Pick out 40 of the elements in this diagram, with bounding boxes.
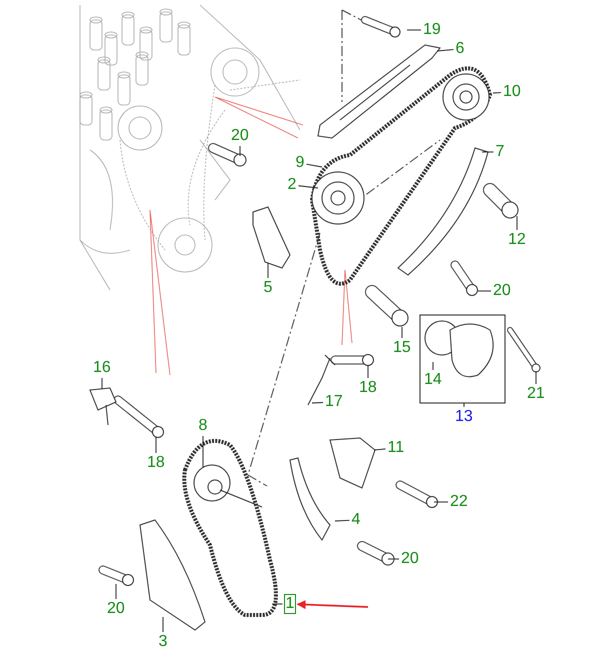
callout-number: 17 <box>324 393 344 411</box>
leader-line <box>162 616 164 632</box>
callout-number: 9 <box>294 154 306 172</box>
callout-number: 20 <box>230 127 250 145</box>
pointer-arrow <box>296 600 368 610</box>
callout-number: 15 <box>392 339 412 357</box>
callout-number: 10 <box>502 83 522 101</box>
callout-number: 7 <box>494 143 506 161</box>
leader-line <box>388 558 400 560</box>
leader-line <box>516 216 518 230</box>
callout-number: 11 <box>386 439 406 457</box>
callout-number: 6 <box>454 40 466 58</box>
callout-number: 20 <box>492 282 512 300</box>
callout-number: 19 <box>422 21 442 39</box>
callout-number: 3 <box>158 633 168 651</box>
leader-line <box>478 290 492 292</box>
leader-line <box>298 185 318 188</box>
callout-number: 2 <box>286 176 298 194</box>
callout-number: 8 <box>198 417 208 435</box>
callout-number: 16 <box>92 359 112 377</box>
callout-number: 21 <box>526 385 546 403</box>
callout-number: 22 <box>449 493 469 511</box>
leader-line <box>334 520 350 522</box>
callout-number: 12 <box>507 231 527 249</box>
callout-number: 13 <box>454 408 474 426</box>
callout-number: 14 <box>423 371 443 389</box>
callout-number: 18 <box>358 379 378 397</box>
callout-number: 4 <box>350 511 362 529</box>
leader-line <box>436 49 454 52</box>
leader-line <box>492 92 502 94</box>
callout-number: 20 <box>400 550 420 568</box>
leader-line <box>312 402 324 404</box>
leader-line <box>202 436 204 468</box>
leader-line <box>432 362 434 370</box>
leader-line <box>306 164 322 168</box>
boxed-callout-number: 1 <box>284 594 296 614</box>
leader-line <box>374 448 386 450</box>
callout-number: 20 <box>106 600 126 618</box>
callout-number: 5 <box>262 279 274 297</box>
callout-number: 18 <box>146 454 166 472</box>
